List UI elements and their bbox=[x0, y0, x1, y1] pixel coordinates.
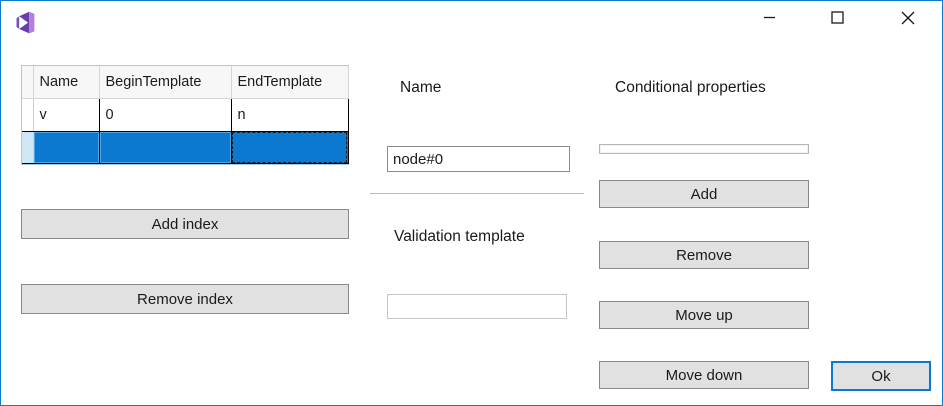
middle-divider bbox=[370, 193, 584, 194]
name-label: Name bbox=[400, 79, 442, 96]
validation-template-label: Validation template bbox=[394, 228, 525, 245]
conditional-properties-list[interactable] bbox=[599, 144, 809, 154]
remove-index-button[interactable]: Remove index bbox=[21, 284, 349, 314]
table-row[interactable] bbox=[22, 131, 349, 164]
visual-studio-icon bbox=[13, 10, 39, 36]
grid-cell-begintemplate[interactable] bbox=[99, 131, 232, 164]
name-input[interactable] bbox=[387, 146, 570, 172]
row-header-cell[interactable] bbox=[22, 131, 34, 164]
index-data-grid[interactable]: Name BeginTemplate EndTemplate v 0 n bbox=[21, 65, 349, 165]
row-header-cell[interactable] bbox=[22, 98, 34, 132]
move-down-button[interactable]: Move down bbox=[599, 361, 809, 389]
table-row[interactable]: v 0 n bbox=[22, 98, 349, 132]
grid-corner-header bbox=[22, 66, 34, 99]
remove-conditional-property-button[interactable]: Remove bbox=[599, 241, 809, 269]
grid-header-row: Name BeginTemplate EndTemplate bbox=[22, 66, 349, 99]
move-up-button[interactable]: Move up bbox=[599, 301, 809, 329]
conditional-properties-label: Conditional properties bbox=[615, 79, 766, 96]
validation-template-input[interactable] bbox=[387, 294, 567, 319]
grid-cell-name[interactable]: v bbox=[33, 98, 100, 132]
grid-cell-endtemplate[interactable]: n bbox=[231, 98, 349, 132]
add-index-button[interactable]: Add index bbox=[21, 209, 349, 239]
minimize-button[interactable] bbox=[746, 1, 792, 34]
grid-cell-name[interactable] bbox=[33, 131, 100, 164]
ok-button[interactable]: Ok bbox=[831, 361, 931, 391]
grid-cell-begintemplate[interactable]: 0 bbox=[99, 98, 232, 132]
title-bar bbox=[1, 1, 942, 46]
grid-column-header-name[interactable]: Name bbox=[33, 66, 100, 99]
maximize-button[interactable] bbox=[814, 1, 860, 34]
add-conditional-property-button[interactable]: Add bbox=[599, 180, 809, 208]
grid-column-header-begintemplate[interactable]: BeginTemplate bbox=[99, 66, 232, 99]
grid-cell-endtemplate[interactable] bbox=[231, 131, 349, 164]
close-button[interactable] bbox=[885, 1, 931, 34]
grid-column-header-endtemplate[interactable]: EndTemplate bbox=[231, 66, 349, 99]
